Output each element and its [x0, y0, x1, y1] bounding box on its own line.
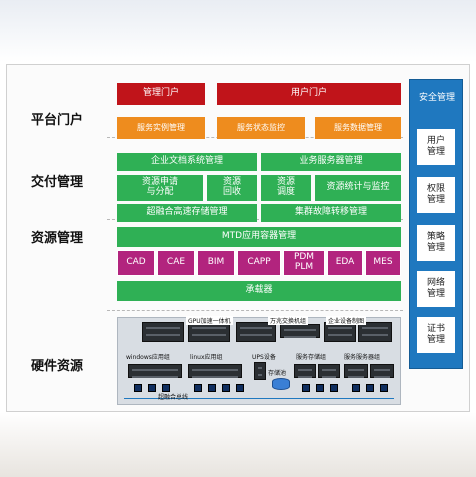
- terminal-icon: [366, 384, 374, 392]
- enterprise-server: [324, 322, 356, 342]
- management-portal-box: 管理门户: [117, 83, 205, 105]
- terminal-icon: [352, 384, 360, 392]
- user-portal-box: 用户门户: [217, 83, 401, 105]
- app-cad-box: CAD: [117, 250, 155, 276]
- app-pdm-plm-box: PDM PLM: [283, 250, 325, 276]
- failover-management-box: 集群故障转移管理: [261, 204, 401, 222]
- app-bim-box: BIM: [197, 250, 235, 276]
- row-label-portal: 平台门户: [30, 113, 83, 128]
- security-management-column: 安全管理 用户 管理 权限 管理 策略 管理 网络 管理 证书 管理: [409, 79, 463, 369]
- row-label-hardware: 硬件资源: [30, 359, 83, 374]
- carrier-box: 承载器: [117, 281, 401, 301]
- windows-group-label: windows应用组: [126, 354, 170, 361]
- app-mes-box: MES: [365, 250, 401, 276]
- cluster-bus-line: [124, 398, 394, 399]
- terminal-icon: [148, 384, 156, 392]
- resource-schedule-box: 资源 调度: [261, 175, 311, 201]
- terminal-icon: [316, 384, 324, 392]
- service-server: [370, 364, 394, 378]
- platform-architecture-diagram: 平台门户 交付管理 资源管理 硬件资源 管理门户 用户门户 服务实例管理 服务状…: [6, 64, 470, 412]
- enterprise-server: [358, 322, 392, 342]
- mtd-container-box: MTD应用容器管理: [117, 227, 401, 247]
- terminal-icon: [208, 384, 216, 392]
- storage-management-box: 超融合高速存储管理: [117, 204, 257, 222]
- terminal-icon: [380, 384, 388, 392]
- doc-system-box: 企业文档系统管理: [117, 153, 257, 171]
- linux-server: [188, 364, 242, 378]
- resource-recycle-box: 资源 回收: [207, 175, 257, 201]
- cluster-bus-label: 超融合总线: [158, 394, 189, 401]
- storage-pool-icon: [272, 378, 290, 390]
- service-status-box: 服务状态监控: [217, 117, 305, 139]
- network-management-item: 网络 管理: [416, 270, 456, 308]
- storage-group-label: 服务存储组: [296, 354, 327, 361]
- permission-management-item: 权限 管理: [416, 176, 456, 214]
- terminal-icon: [222, 384, 230, 392]
- storage-server: [294, 364, 316, 378]
- user-management-item: 用户 管理: [416, 128, 456, 166]
- resource-monitor-box: 资源统计与监控: [315, 175, 401, 201]
- server-group-label: 服务服务器组: [344, 354, 381, 361]
- top-blur-band: [0, 0, 476, 62]
- service-data-box: 服务数据管理: [315, 117, 401, 139]
- ups-label: UPS设备: [252, 354, 276, 361]
- enterprise-label: 企业设备制图: [326, 316, 367, 325]
- service-server: [344, 364, 368, 378]
- terminal-icon: [302, 384, 310, 392]
- storage-pool-label: 存储池: [268, 370, 287, 377]
- hardware-resource-area: GPU加速一体机 万兆交换机组 企业设备制图 windows应用组 linux应…: [117, 316, 401, 405]
- gpu-label: GPU加速一体机: [186, 316, 233, 325]
- resource-request-box: 资源申请 与分配: [117, 175, 203, 201]
- business-server-box: 业务服务器管理: [261, 153, 401, 171]
- terminal-icon: [236, 384, 244, 392]
- gpu-server: [142, 322, 184, 342]
- certificate-management-item: 证书 管理: [416, 316, 456, 354]
- row-label-resource: 资源管理: [30, 231, 83, 246]
- terminal-icon: [194, 384, 202, 392]
- security-title: 安全管理: [418, 93, 455, 103]
- ups-device: [254, 362, 266, 380]
- layer-divider: [107, 310, 403, 311]
- service-instance-box: 服务实例管理: [117, 117, 205, 139]
- terminal-icon: [162, 384, 170, 392]
- terminal-icon: [134, 384, 142, 392]
- switch-label: 万兆交换机组: [268, 316, 309, 325]
- gpu-server: [188, 322, 230, 342]
- terminal-icon: [330, 384, 338, 392]
- app-cae-box: CAE: [157, 250, 195, 276]
- linux-group-label: linux应用组: [190, 354, 223, 361]
- switch-device: [280, 324, 320, 338]
- gpu-server: [236, 322, 276, 342]
- bottom-blur-band: [0, 412, 476, 477]
- windows-server: [128, 364, 182, 378]
- policy-management-item: 策略 管理: [416, 224, 456, 262]
- app-eda-box: EDA: [327, 250, 363, 276]
- storage-server: [318, 364, 340, 378]
- row-label-delivery: 交付管理: [30, 175, 83, 190]
- app-capp-box: CAPP: [237, 250, 281, 276]
